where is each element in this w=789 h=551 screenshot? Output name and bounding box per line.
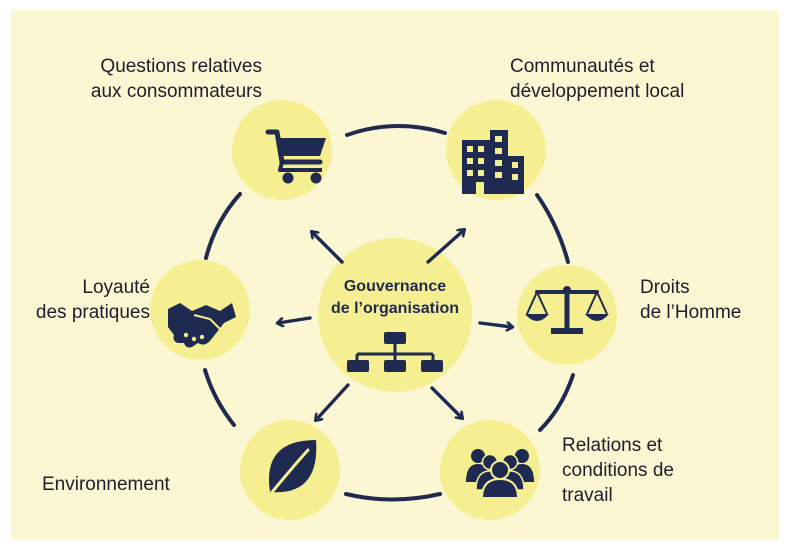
handshake-icon: [168, 303, 236, 348]
org-chart-icon: [347, 332, 443, 372]
shopping-cart-icon: [265, 129, 326, 184]
label-environment: Environnement: [42, 474, 170, 495]
arrow-to-labour: [430, 386, 462, 418]
building-icon: [462, 130, 524, 194]
label-consumers: Questions relatives aux consommateurs: [90, 56, 262, 102]
arrow-to-human-rights: [478, 323, 512, 327]
center-label: Gouvernance de l’organisation: [330, 278, 459, 317]
label-communities: Communautés et développement local: [510, 56, 685, 102]
ring-arc-lower-right: [538, 373, 575, 432]
arrow-to-consumers: [312, 232, 344, 264]
ring-arc-upper-right: [535, 193, 570, 264]
ring-arc-bottom: [344, 492, 442, 502]
arrow-to-fair-practices: [278, 316, 312, 323]
leaf-icon: [262, 440, 317, 504]
ring-arc-upper-left: [204, 192, 242, 260]
scales-icon: [525, 286, 609, 334]
arrow-to-environment: [316, 383, 350, 420]
label-human-rights: Droits de l’Homme: [640, 277, 742, 323]
ring-arc-top: [345, 123, 447, 137]
center-circle: [318, 238, 472, 392]
label-fair-practices: Loyauté des pratiques: [35, 277, 150, 323]
label-labour: Relations et conditions de travail: [562, 435, 674, 506]
ring-arc-lower-left: [203, 368, 236, 427]
outer-ring: [203, 123, 575, 502]
people-group-icon: [466, 449, 534, 499]
arrow-to-communities: [426, 230, 464, 264]
arrows: [278, 230, 512, 420]
